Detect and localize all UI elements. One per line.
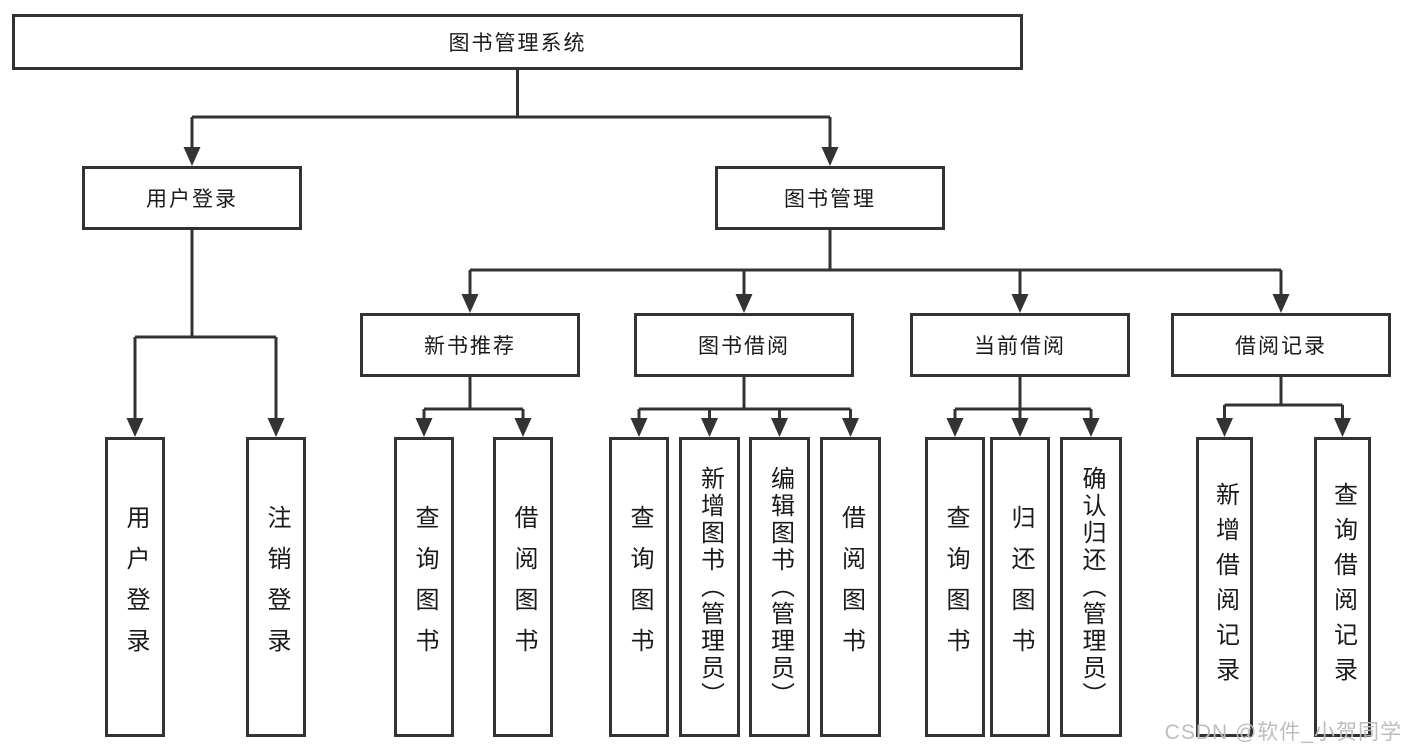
leaf-label: 注销登录 xyxy=(263,505,290,669)
watermark-text: CSDN @软件_小贺同学 xyxy=(1164,721,1402,744)
leaf-add-books-admin: 新增图书（管理员） xyxy=(679,437,740,737)
node-book-management: 图书管理 xyxy=(715,166,945,230)
leaf-user-login: 用户登录 xyxy=(105,437,165,737)
leaf-borrow-books-recommend: 借阅图书 xyxy=(493,437,553,737)
leaf-query-books-borrowing: 查询图书 xyxy=(609,437,669,737)
leaf-label: 用户登录 xyxy=(122,505,149,669)
leaf-query-books-recommend: 查询图书 xyxy=(394,437,454,737)
leaf-label: 查询借阅记录 xyxy=(1329,482,1357,692)
node-borrowing-records: 借阅记录 xyxy=(1171,313,1391,377)
leaf-label: 查询图书 xyxy=(942,505,969,669)
node-new-book-recommend: 新书推荐 xyxy=(360,313,580,377)
leaf-confirm-return-admin: 确认归还（管理员） xyxy=(1060,437,1122,737)
node-user-login: 用户登录 xyxy=(82,166,302,230)
leaf-label: 借阅图书 xyxy=(510,505,537,669)
leaf-query-borrow-record: 查询借阅记录 xyxy=(1314,437,1371,737)
leaf-return-books: 归还图书 xyxy=(990,437,1050,737)
node-book-borrowing: 图书借阅 xyxy=(634,313,854,377)
node-current-borrowing: 当前借阅 xyxy=(910,313,1130,377)
leaf-label: 查询图书 xyxy=(411,505,438,669)
node-library-management-system: 图书管理系统 xyxy=(12,14,1023,70)
leaf-label: 编辑图书（管理员） xyxy=(766,465,794,709)
leaf-label: 新增借阅记录 xyxy=(1211,482,1239,692)
leaf-label: 查询图书 xyxy=(626,505,653,669)
leaf-label: 确认归还（管理员） xyxy=(1078,465,1105,709)
leaf-borrow-books: 借阅图书 xyxy=(820,437,881,737)
leaf-label: 新增图书（管理员） xyxy=(696,465,724,709)
leaf-label: 归还图书 xyxy=(1007,505,1034,669)
leaf-label: 借阅图书 xyxy=(837,505,865,669)
leaf-add-borrow-record: 新增借阅记录 xyxy=(1196,437,1253,737)
leaf-query-books-current: 查询图书 xyxy=(925,437,985,737)
leaf-edit-books-admin: 编辑图书（管理员） xyxy=(749,437,810,737)
leaf-logout: 注销登录 xyxy=(246,437,306,737)
